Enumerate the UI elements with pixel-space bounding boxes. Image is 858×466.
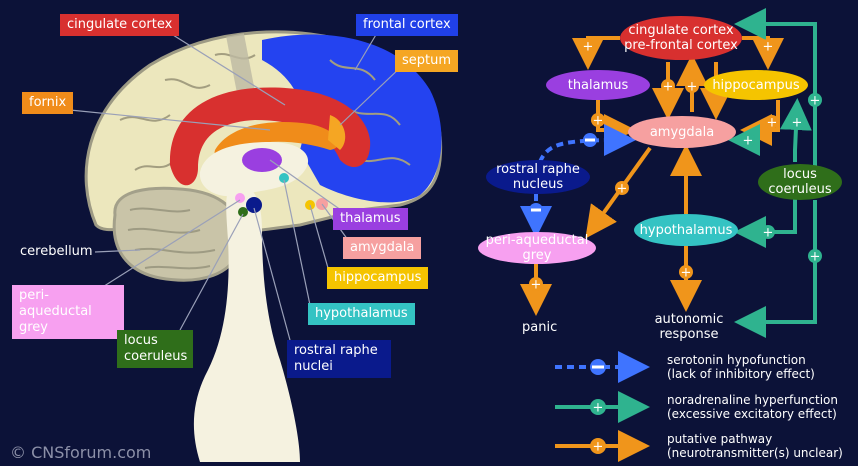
node-rostral-raphe: rostral raphe nucleus xyxy=(486,160,590,194)
svg-text:+: + xyxy=(792,116,803,131)
svg-text:+: + xyxy=(763,226,774,241)
node-peri-aqueductal-grey: peri-aqueductal grey xyxy=(478,232,596,264)
svg-text:+: + xyxy=(593,440,604,455)
node-hippocampus: hippocampus xyxy=(704,70,808,100)
outcome-panic: panic xyxy=(522,320,557,335)
svg-text:+: + xyxy=(810,94,821,109)
svg-text:+: + xyxy=(663,80,674,95)
legend-noradrenaline: noradrenaline hyperfunction (excessive e… xyxy=(667,393,852,421)
outcome-autonomic-response: autonomic response xyxy=(652,312,726,342)
legend-serotonin: serotonin hypofunction (lack of inhibito… xyxy=(667,353,827,381)
node-thalamus: thalamus xyxy=(546,70,650,100)
legend-arrows: + + xyxy=(555,359,642,455)
node-hypothalamus: hypothalamus xyxy=(634,214,738,246)
svg-text:+: + xyxy=(617,182,628,197)
svg-text:+: + xyxy=(767,116,778,131)
svg-text:+: + xyxy=(593,401,604,416)
node-cingulate-prefrontal: cingulate cortex pre-frontal cortex xyxy=(620,16,742,60)
svg-text:+: + xyxy=(763,40,774,55)
svg-text:+: + xyxy=(743,134,754,149)
svg-text:+: + xyxy=(810,250,821,265)
svg-text:+: + xyxy=(681,266,692,281)
svg-text:+: + xyxy=(687,80,698,95)
legend-putative: putative pathway (neurotransmitter(s) un… xyxy=(667,432,847,460)
node-locus-coeruleus: locus coeruleus xyxy=(758,164,842,200)
svg-text:+: + xyxy=(583,40,594,55)
svg-text:+: + xyxy=(593,114,604,129)
svg-text:+: + xyxy=(531,278,542,293)
node-amygdala: amygdala xyxy=(628,116,736,148)
